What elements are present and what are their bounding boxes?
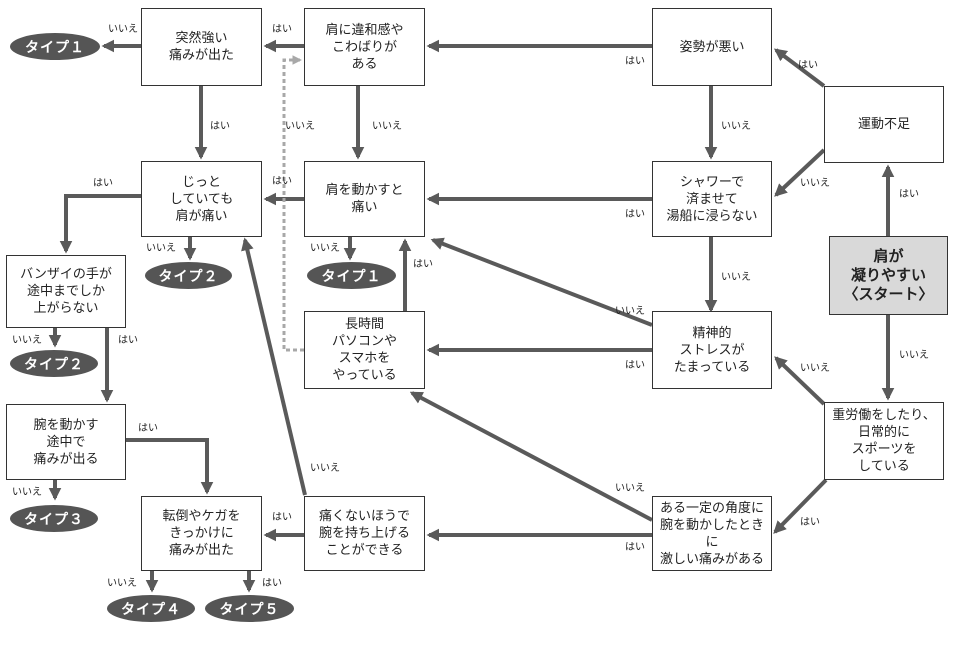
node-long-pc: 長時間 パソコンや スマホを やっている	[304, 311, 425, 389]
label-no: いいえ	[800, 178, 830, 189]
label-no: いいえ	[146, 243, 176, 254]
node-heavy-labor: 重労働をしたり、 日常的に スポーツを している	[824, 402, 944, 480]
arrow-still-to-banzai	[59, 194, 141, 254]
node-raise-arm: 痛くないほうで 腕を持ち上げる ことができる	[304, 496, 425, 571]
label-no: いいえ	[310, 463, 340, 474]
node-banzai: バンザイの手が 途中までしか 上がらない	[6, 255, 126, 328]
type1-pill-top: タイプ１	[10, 33, 100, 60]
node-start: 肩が 凝りやすい 〈スタート〉	[829, 236, 948, 315]
label-yes: はい	[800, 517, 820, 528]
arrow-arm-to-fall	[125, 438, 214, 495]
type2-pill-left: タイプ２	[10, 350, 98, 377]
label-yes: はい	[272, 512, 292, 523]
arrow-heavy-to-stress	[774, 356, 826, 406]
node-lack-exercise: 運動不足	[824, 86, 944, 163]
node-shower-only: シャワーで 済ませて 湯船に浸らない	[652, 161, 772, 237]
label-yes: はい	[272, 176, 292, 187]
node-arm-midway: 腕を動かす 途中で 痛みが出る	[6, 404, 126, 480]
label-no: いいえ	[899, 350, 929, 361]
label-no: いいえ	[800, 363, 830, 374]
label-yes: はい	[798, 60, 818, 71]
label-no: いいえ	[285, 121, 315, 132]
node-certain-angle: ある一定の角度に 腕を動かしたときに 激しい痛みがある	[652, 496, 772, 571]
label-no: いいえ	[721, 272, 751, 283]
label-yes: はい	[138, 423, 158, 434]
label-no: いいえ	[721, 121, 751, 132]
arrow-stress-to-move	[430, 237, 653, 327]
type1-pill-mid: タイプ１	[307, 262, 396, 289]
arrow-heavy-to-angle	[773, 478, 828, 534]
node-shoulder-discomfort: 肩に違和感や こわばりが ある	[304, 8, 425, 86]
label-yes: はい	[272, 24, 292, 35]
node-bad-posture: 姿勢が悪い	[652, 8, 772, 86]
type3-pill: タイプ３	[10, 505, 98, 532]
dotted-pc-to-discomfort	[282, 55, 304, 352]
type4-pill: タイプ４	[107, 595, 195, 622]
label-no: いいえ	[372, 121, 402, 132]
node-mental-stress: 精神的 ストレスが たまっている	[652, 311, 772, 389]
label-yes: はい	[625, 209, 645, 220]
arrow-angle-to-pc	[409, 391, 653, 522]
label-yes: はい	[625, 56, 645, 67]
node-sudden-pain: 突然強い 痛みが出た	[141, 8, 262, 86]
label-yes: はい	[413, 259, 433, 270]
label-yes: はい	[899, 189, 919, 200]
node-fall-injury: 転倒やケガを きっかけに 痛みが出た	[141, 496, 262, 571]
label-yes: はい	[262, 578, 282, 589]
type2-pill-mid: タイプ２	[145, 262, 232, 289]
arrow-lack-to-posture	[773, 48, 826, 88]
label-no: いいえ	[615, 483, 645, 494]
arrow-lack-to-shower	[774, 148, 826, 197]
label-no: いいえ	[310, 243, 340, 254]
node-still-hurts: じっと していても 肩が痛い	[141, 161, 262, 237]
label-yes: はい	[93, 178, 113, 189]
arrow-raise-to-still	[241, 237, 307, 496]
label-no: いいえ	[12, 487, 42, 498]
label-no: いいえ	[615, 306, 645, 317]
node-move-hurts: 肩を動かすと 痛い	[304, 161, 425, 237]
label-yes: はい	[118, 335, 138, 346]
label-no: いいえ	[12, 335, 42, 346]
label-yes: はい	[625, 542, 645, 553]
type5-pill: タイプ５	[205, 595, 294, 622]
label-yes: はい	[210, 121, 230, 132]
label-no: いいえ	[108, 24, 138, 35]
label-yes: はい	[625, 360, 645, 371]
label-no: いいえ	[107, 578, 137, 589]
